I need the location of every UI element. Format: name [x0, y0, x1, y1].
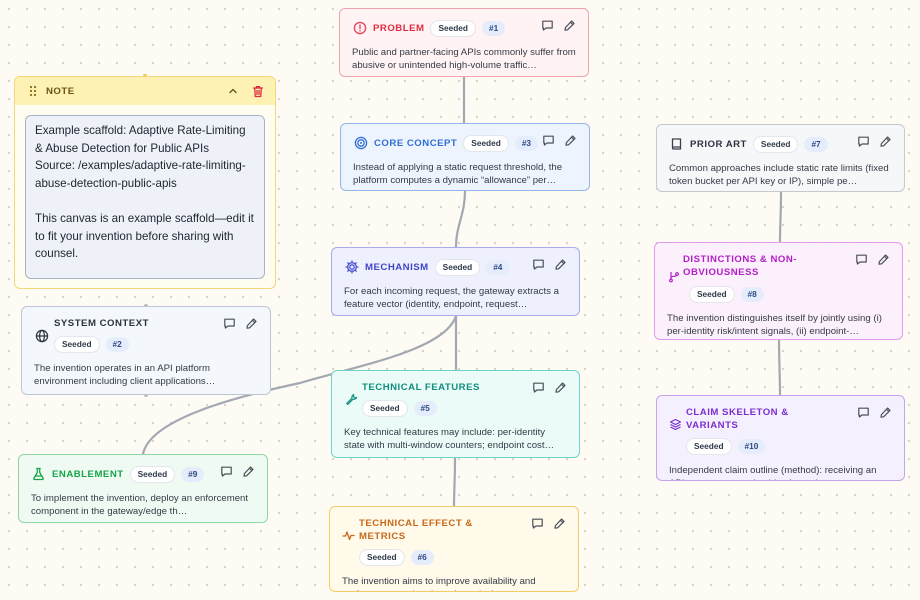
target-icon [353, 136, 368, 151]
node-core-concept[interactable]: CORE CONCEPT Seeded #3 Instead of applyi… [340, 123, 590, 191]
node-number-badge: #10 [737, 439, 766, 454]
pencil-icon[interactable] [563, 19, 576, 32]
status-badge: Seeded [686, 438, 732, 455]
comment-icon[interactable] [855, 253, 868, 266]
node-number-badge: #8 [740, 286, 764, 302]
node-number-badge: #3 [514, 135, 539, 151]
delete-trash-icon[interactable] [250, 84, 265, 99]
status-badge: Seeded [689, 285, 735, 303]
status-badge: Seeded [434, 258, 481, 276]
note-card[interactable]: NOTE Example scaffold: Adaptive Rate-Lim… [14, 76, 276, 289]
node-number-badge: #2 [105, 337, 129, 352]
collapse-chevron-icon[interactable] [225, 84, 240, 99]
layers-icon [668, 417, 683, 432]
node-text: The invention aims to improve availabili… [342, 576, 556, 591]
node-title: DISTINCTIONS & NON-OBVIOUSNESS [683, 254, 797, 278]
wrench-icon [344, 392, 359, 407]
node-number-badge: #9 [181, 466, 205, 482]
edge-features-effect [452, 456, 457, 508]
node-text: To implement the invention, deploy an en… [31, 493, 249, 517]
node-text: Public and partner-facing APIs commonly … [352, 47, 576, 71]
node-title: TECHNICAL FEATURES [362, 382, 480, 393]
node-title: ENABLEMENT [52, 468, 124, 480]
status-badge: Seeded [359, 549, 405, 566]
status-badge: Seeded [430, 19, 476, 37]
node-title: MECHANISM [365, 261, 429, 273]
pencil-icon[interactable] [879, 406, 892, 419]
node-text: The invention operates in an API platfor… [34, 363, 216, 387]
pencil-icon[interactable] [245, 317, 258, 330]
node-system-context[interactable]: SYSTEM CONTEXT Seeded #2 The invention o… [21, 306, 271, 395]
node-text: Common approaches include static rate li… [669, 163, 889, 187]
comment-icon[interactable] [220, 465, 233, 478]
node-title: CORE CONCEPT [374, 137, 458, 149]
pencil-icon[interactable] [877, 253, 890, 266]
note-header[interactable]: NOTE [15, 77, 275, 105]
pencil-icon[interactable] [553, 517, 566, 530]
node-text: Instead of applying a static request thr… [353, 162, 563, 186]
book-icon [669, 137, 684, 152]
comment-icon[interactable] [532, 381, 545, 394]
comment-icon[interactable] [541, 19, 554, 32]
pencil-icon[interactable] [564, 134, 577, 147]
drag-handle-icon[interactable] [25, 84, 40, 99]
node-technical-features[interactable]: TECHNICAL FEATURES Seeded #5 Key technic… [331, 370, 580, 458]
comment-icon[interactable] [857, 135, 870, 148]
node-text: Key technical features may include: per-… [344, 427, 555, 451]
status-badge: Seeded [463, 134, 509, 152]
pencil-icon[interactable] [879, 135, 892, 148]
node-number-badge: #1 [481, 20, 506, 36]
node-enablement[interactable]: ENABLEMENT Seeded #9 To implement the in… [18, 454, 268, 523]
node-title: CLAIM SKELETON & VARIANTS [686, 407, 789, 431]
node-prior-art[interactable]: PRIOR ART Seeded #7 Common approaches in… [656, 124, 905, 192]
node-distinctions[interactable]: DISTINCTIONS & NON-OBVIOUSNESS Seeded #8… [654, 242, 903, 340]
status-badge: Seeded [362, 400, 408, 417]
node-title: PROBLEM [373, 22, 425, 34]
edge-prior-distinctions [778, 190, 783, 244]
edge-mechanism-enablement [141, 314, 458, 456]
node-number-badge: #4 [486, 259, 510, 275]
pencil-icon[interactable] [242, 465, 255, 478]
node-technical-effect[interactable]: TECHNICAL EFFECT & METRICS Seeded #6 The… [329, 506, 579, 592]
node-claim-skeleton[interactable]: CLAIM SKELETON & VARIANTS Seeded #10 Ind… [656, 395, 905, 481]
activity-icon [341, 528, 356, 543]
node-mechanism[interactable]: MECHANISM Seeded #4 For each incoming re… [331, 247, 580, 316]
status-badge: Seeded [752, 135, 799, 153]
comment-icon[interactable] [531, 517, 544, 530]
note-title: NOTE [46, 85, 75, 97]
node-title: SYSTEM CONTEXT [54, 318, 149, 329]
comment-icon[interactable] [532, 258, 545, 271]
edge-core-mechanism [454, 189, 467, 249]
comment-icon[interactable] [223, 317, 236, 330]
node-text: The invention distinguishes itself by jo… [667, 313, 882, 337]
gear-icon [344, 260, 359, 275]
node-title: PRIOR ART [690, 138, 747, 150]
flask-icon [31, 467, 46, 482]
node-number-badge: #6 [410, 550, 434, 565]
node-problem[interactable]: PROBLEM Seeded #1 Public and partner-fac… [339, 8, 589, 77]
edge-distinctions-claims [777, 338, 782, 397]
node-number-badge: #5 [413, 401, 437, 416]
globe-icon [34, 328, 49, 343]
node-number-badge: #7 [804, 136, 828, 152]
comment-icon[interactable] [542, 134, 555, 147]
node-text: Independent claim outline (method): rece… [669, 465, 877, 480]
alert-circle-icon [352, 21, 367, 36]
status-badge: Seeded [129, 465, 176, 483]
pencil-icon[interactable] [554, 381, 567, 394]
note-textarea[interactable]: Example scaffold: Adaptive Rate-Limiting… [25, 115, 265, 279]
comment-icon[interactable] [857, 406, 870, 419]
pencil-icon[interactable] [554, 258, 567, 271]
node-text: For each incoming request, the gateway e… [344, 286, 559, 310]
git-branch-icon [666, 269, 681, 284]
status-badge: Seeded [54, 336, 100, 353]
node-title: TECHNICAL EFFECT & METRICS [359, 518, 473, 542]
